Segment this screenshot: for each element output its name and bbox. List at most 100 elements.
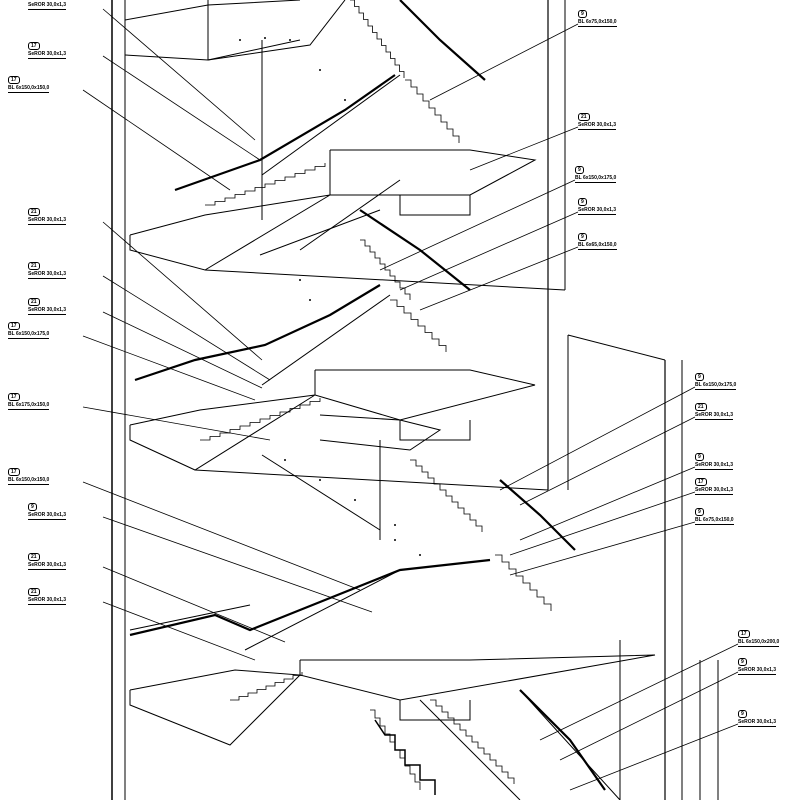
anchor-bolt xyxy=(284,459,286,461)
callout-tag: 21 xyxy=(28,588,40,596)
callout-text: SeROR 30,0x1,3 xyxy=(695,462,734,470)
landing-edge xyxy=(399,420,471,441)
leader-line xyxy=(102,221,263,361)
callout-tag: 17 xyxy=(8,393,20,401)
callout-tag: 9 xyxy=(738,658,747,666)
callout-text: SeROR 30,0x1,3 xyxy=(28,597,67,605)
callout-text: BL 6x175,0x150,0 xyxy=(8,402,50,410)
anchor-bolt xyxy=(319,69,321,71)
anchor-bolt xyxy=(419,554,421,556)
landing-slab xyxy=(129,669,302,746)
handrail xyxy=(399,0,486,81)
callout-text: SeROR 30,0x1,3 xyxy=(578,207,617,215)
stair-flight xyxy=(430,699,515,784)
landing-slab xyxy=(129,394,316,471)
handrail xyxy=(519,689,606,791)
callout-text: SeROR 30,0x1,3 xyxy=(578,122,617,130)
slab-outline xyxy=(207,0,346,61)
callout-tag: 21 xyxy=(28,208,40,216)
callout-tag: 17 xyxy=(8,322,20,330)
wall-edge xyxy=(567,334,666,361)
slab-edge xyxy=(194,469,549,491)
stringer xyxy=(261,294,391,386)
leader-line xyxy=(429,23,579,101)
callout-text: SeROR 30,0x1,3 xyxy=(695,412,734,420)
anchor-bolt xyxy=(289,39,291,41)
stair-flight xyxy=(405,79,460,143)
leader-line xyxy=(102,566,286,643)
callout-tag: 9 xyxy=(578,233,587,241)
leader-line xyxy=(102,55,261,161)
callout-text: SeROR 30,0x1,3 xyxy=(28,307,67,315)
anchor-bolt xyxy=(394,539,396,541)
leader-line xyxy=(509,491,696,556)
leader-line xyxy=(82,335,256,401)
callout-tag: 17 xyxy=(8,76,20,84)
callout-tag: 9 xyxy=(578,10,587,18)
stringer xyxy=(244,569,401,651)
leader-line xyxy=(519,416,696,506)
callout-text: SeROR 30,0x1,3 xyxy=(28,217,67,225)
landing-edge xyxy=(399,700,471,721)
stringer xyxy=(419,699,521,800)
stringer xyxy=(261,454,381,531)
landing-edge xyxy=(399,195,471,216)
stringer xyxy=(519,689,621,800)
stair-flight xyxy=(350,0,405,78)
callout-tag: 21 xyxy=(28,298,40,306)
stringer xyxy=(261,74,401,176)
callout-text: SeROR 30,0x1,3 xyxy=(28,51,67,59)
callout-label: SeROR 30,0x1,3 xyxy=(28,2,67,10)
anchor-bolt xyxy=(309,299,311,301)
leader-line xyxy=(419,246,579,311)
callout-text: BL 6x75,0x150,0 xyxy=(695,517,734,525)
handrail xyxy=(499,479,576,551)
leader-line xyxy=(399,211,579,291)
callout-tag: 21 xyxy=(695,403,707,411)
callout-text: SeROR 30,0x1,3 xyxy=(28,562,67,570)
stair-flight xyxy=(390,299,447,352)
leader-line xyxy=(102,8,256,141)
leader-line xyxy=(82,89,231,191)
callout-text: BL 6x75,0x150,0 xyxy=(578,19,617,27)
callout-tag: 9 xyxy=(578,198,587,206)
callout-tag: 21 xyxy=(28,553,40,561)
leader-line xyxy=(102,311,263,389)
handrail xyxy=(134,284,381,382)
leader-line xyxy=(499,386,696,491)
callout-tag: 21 xyxy=(578,113,590,121)
slab-outline xyxy=(124,0,301,21)
callout-text: SeROR 30,0x1,3 xyxy=(738,667,777,675)
anchor-bolt xyxy=(264,37,266,39)
anchor-bolt xyxy=(319,479,321,481)
landing-slab xyxy=(129,194,331,271)
stair-flight xyxy=(410,459,483,532)
landing-slab xyxy=(329,149,537,196)
callout-tag: 17 xyxy=(738,630,750,638)
callout-tag: 17 xyxy=(8,468,20,476)
callout-tag: 9 xyxy=(738,710,747,718)
leader-line xyxy=(102,516,373,613)
callout-text: BL 6x150,0x200,0 xyxy=(738,639,780,647)
stair-flight xyxy=(495,554,552,611)
callout-tag: 9 xyxy=(695,508,704,516)
callout-tag: 9 xyxy=(695,453,704,461)
